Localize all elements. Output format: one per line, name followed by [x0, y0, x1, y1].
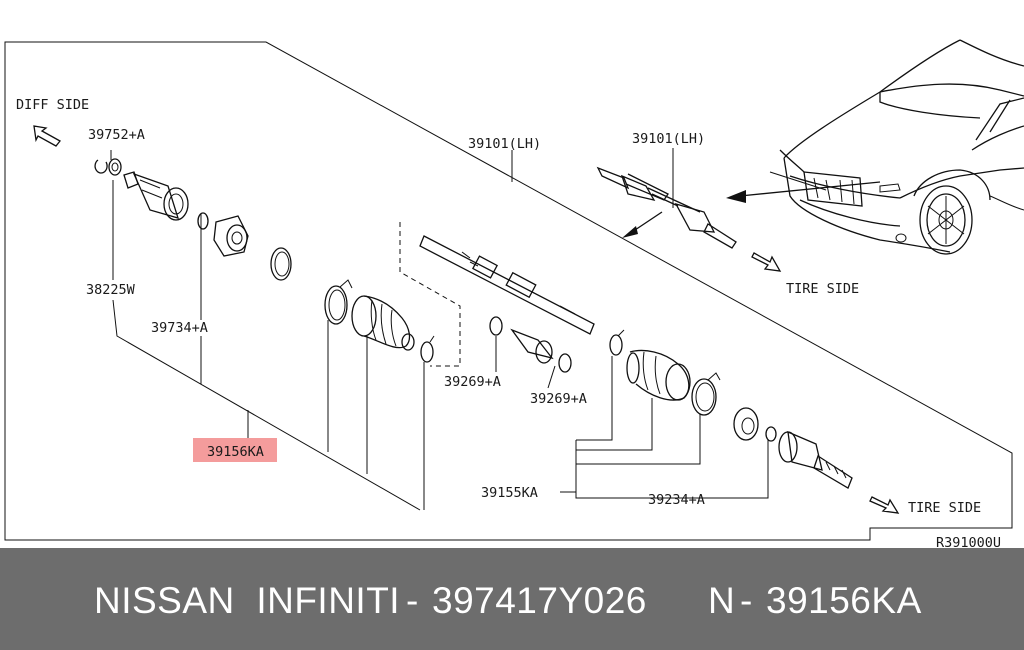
- oem-number: 397417Y026: [432, 580, 647, 621]
- joint-housing-left: [123, 171, 189, 221]
- separator-2: -: [740, 580, 753, 621]
- label-39752: 39752+A: [88, 127, 145, 143]
- circlip-right: [765, 426, 777, 442]
- damper-ring-b: [558, 353, 572, 373]
- label-39101-main: 39101(LH): [468, 136, 541, 152]
- boot-band-right-large: [691, 372, 721, 416]
- tire-side-arrow-icon: [751, 252, 900, 514]
- parts-diagram: DIFF SIDE 39752+A 38225W 39734+A 39156KA…: [4, 39, 1024, 548]
- axle-inset-drawing: [596, 166, 737, 249]
- boot-band-small: [420, 335, 435, 363]
- outer-joint-spider: [733, 407, 759, 441]
- snap-ring-39752: [94, 158, 122, 176]
- arrow-to-vehicle-icon: [726, 181, 881, 203]
- joint-housing-right: [778, 430, 853, 489]
- label-39269-b: 39269+A: [530, 391, 587, 407]
- shaft-group-bracket: [399, 222, 461, 367]
- vehicle-illustration: [769, 39, 1024, 255]
- label-39734: 39734+A: [151, 320, 208, 336]
- circlip-39734: [197, 212, 209, 230]
- leader-lines: [110, 148, 769, 511]
- label-39156ka: 39156KA: [207, 444, 264, 460]
- dynamic-damper: [510, 328, 554, 364]
- damper-ring-a: [489, 316, 503, 336]
- separator-1: -: [406, 580, 419, 621]
- label-39155ka: 39155KA: [481, 485, 538, 501]
- label-38225w: 38225W: [86, 282, 136, 298]
- diagram-frame: [4, 41, 1013, 541]
- retaining-ring: [270, 247, 292, 281]
- inner-boot: [351, 295, 415, 351]
- boot-band-right-small: [609, 329, 625, 356]
- spider-assembly: [213, 215, 249, 257]
- part-highlight: [193, 438, 277, 462]
- part-number: 39156KA: [766, 580, 922, 621]
- label-39234: 39234+A: [648, 492, 705, 508]
- label-tire-side-bottom: TIRE SIDE: [908, 500, 981, 516]
- outer-boot: [626, 349, 691, 401]
- arrow-inset-down-icon: [622, 211, 663, 238]
- label-39269-a: 39269+A: [444, 374, 501, 390]
- label-39101-inset: 39101(LH): [632, 131, 705, 147]
- diff-side-arrow-icon: [33, 125, 61, 147]
- label-diff-side: DIFF SIDE: [16, 97, 89, 113]
- label-ref-code: R391000U: [936, 535, 1001, 548]
- part-info-banner: NISSAN INFINITI - 397417Y026 N - 39156KA: [0, 548, 1024, 650]
- brand-text: NISSAN INFINITI: [94, 580, 401, 621]
- position-code: N: [708, 580, 736, 621]
- boot-band-large: [324, 279, 353, 325]
- label-tire-side-top: TIRE SIDE: [786, 281, 859, 297]
- drive-shaft: [419, 235, 595, 335]
